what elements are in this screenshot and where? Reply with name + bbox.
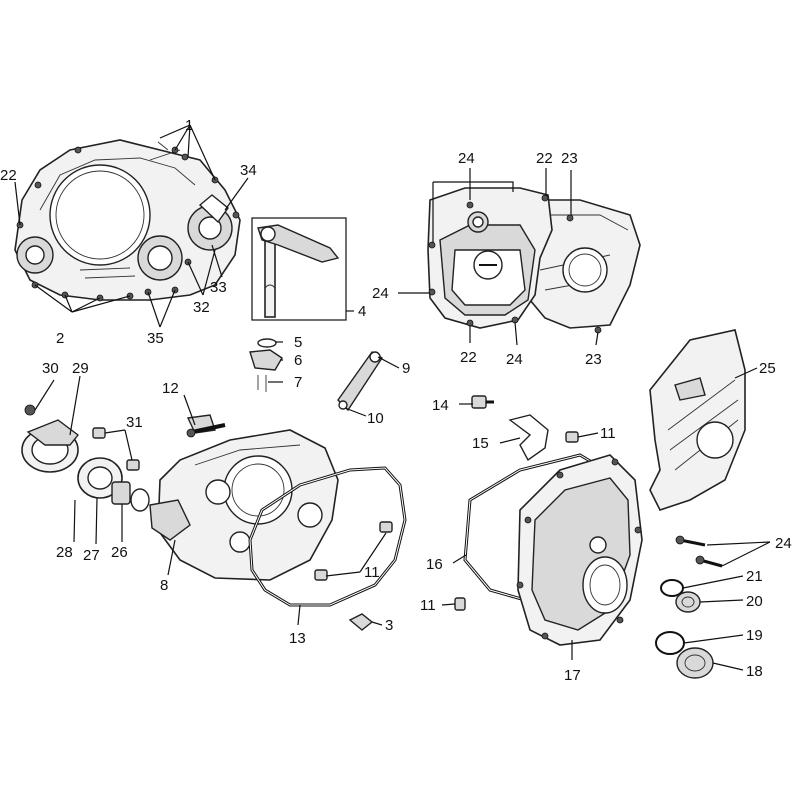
clutch-cover-bolts — [16, 146, 240, 302]
callout-labels: 1 2 22 34 33 32 35 4 5 6 7 24 22 23 24 2… — [0, 117, 792, 684]
generator-cover — [516, 454, 643, 646]
callout-3: 3 — [385, 617, 393, 634]
callout-22-bottom: 22 — [460, 349, 477, 366]
shift-shaft-box — [251, 217, 347, 321]
callout-13: 13 — [289, 630, 306, 647]
callout-21: 21 — [746, 568, 763, 585]
water-pump-group — [21, 404, 150, 512]
callout-24-top: 24 — [458, 150, 475, 167]
chain-guide — [337, 351, 383, 412]
callout-15: 15 — [472, 435, 489, 452]
crankcase — [149, 414, 339, 581]
callout-14: 14 — [432, 397, 449, 414]
stator-cover — [427, 187, 553, 329]
callout-29: 29 — [72, 360, 89, 377]
callout-30: 30 — [42, 360, 59, 377]
callout-6: 6 — [294, 352, 302, 369]
callout-7: 7 — [294, 374, 302, 391]
crankcase-gasket — [248, 466, 407, 631]
callout-35: 35 — [147, 330, 164, 347]
callout-34: 34 — [240, 162, 257, 179]
clutch-cover — [14, 139, 241, 301]
bolt-14 — [471, 395, 494, 409]
callout-31: 31 — [126, 414, 143, 431]
callout-32: 32 — [193, 299, 210, 316]
callout-16: 16 — [426, 556, 443, 573]
callout-22-clutch: 22 — [0, 167, 17, 184]
callout-19: 19 — [746, 627, 763, 644]
callout-23-top: 23 — [561, 150, 578, 167]
callout-25: 25 — [759, 360, 776, 377]
callout-33: 33 — [210, 279, 227, 296]
callout-27: 27 — [83, 547, 100, 564]
callout-9: 9 — [402, 360, 410, 377]
callout-24-bottom: 24 — [506, 351, 523, 368]
callout-24-left: 24 — [372, 285, 389, 302]
bracket-15 — [508, 414, 549, 462]
callout-10: 10 — [367, 410, 384, 427]
callout-18: 18 — [746, 663, 763, 680]
callout-2: 2 — [56, 330, 64, 347]
bolts-24 — [675, 535, 723, 568]
callout-8: 8 — [160, 577, 168, 594]
callout-11-bottom: 11 — [420, 597, 436, 614]
callout-23-bottom: 23 — [585, 351, 602, 368]
sprocket-cover — [649, 329, 746, 511]
callout-5: 5 — [294, 334, 302, 351]
callout-24-right: 24 — [775, 535, 792, 552]
callout-22-top: 22 — [536, 150, 553, 167]
plugs-and-orings — [655, 579, 714, 679]
callout-20: 20 — [746, 593, 763, 610]
callout-1: 1 — [185, 117, 193, 134]
callout-4: 4 — [358, 303, 366, 320]
callout-12: 12 — [162, 380, 179, 397]
callout-17: 17 — [564, 667, 581, 684]
leader-lines — [14, 124, 771, 671]
callout-11-top: 11 — [600, 425, 616, 442]
callout-26: 26 — [111, 544, 128, 561]
shift-small-parts — [249, 338, 283, 392]
callout-28: 28 — [56, 544, 73, 561]
callout-11-middle: 11 — [364, 564, 380, 581]
dowel-pin-12 — [186, 423, 226, 438]
